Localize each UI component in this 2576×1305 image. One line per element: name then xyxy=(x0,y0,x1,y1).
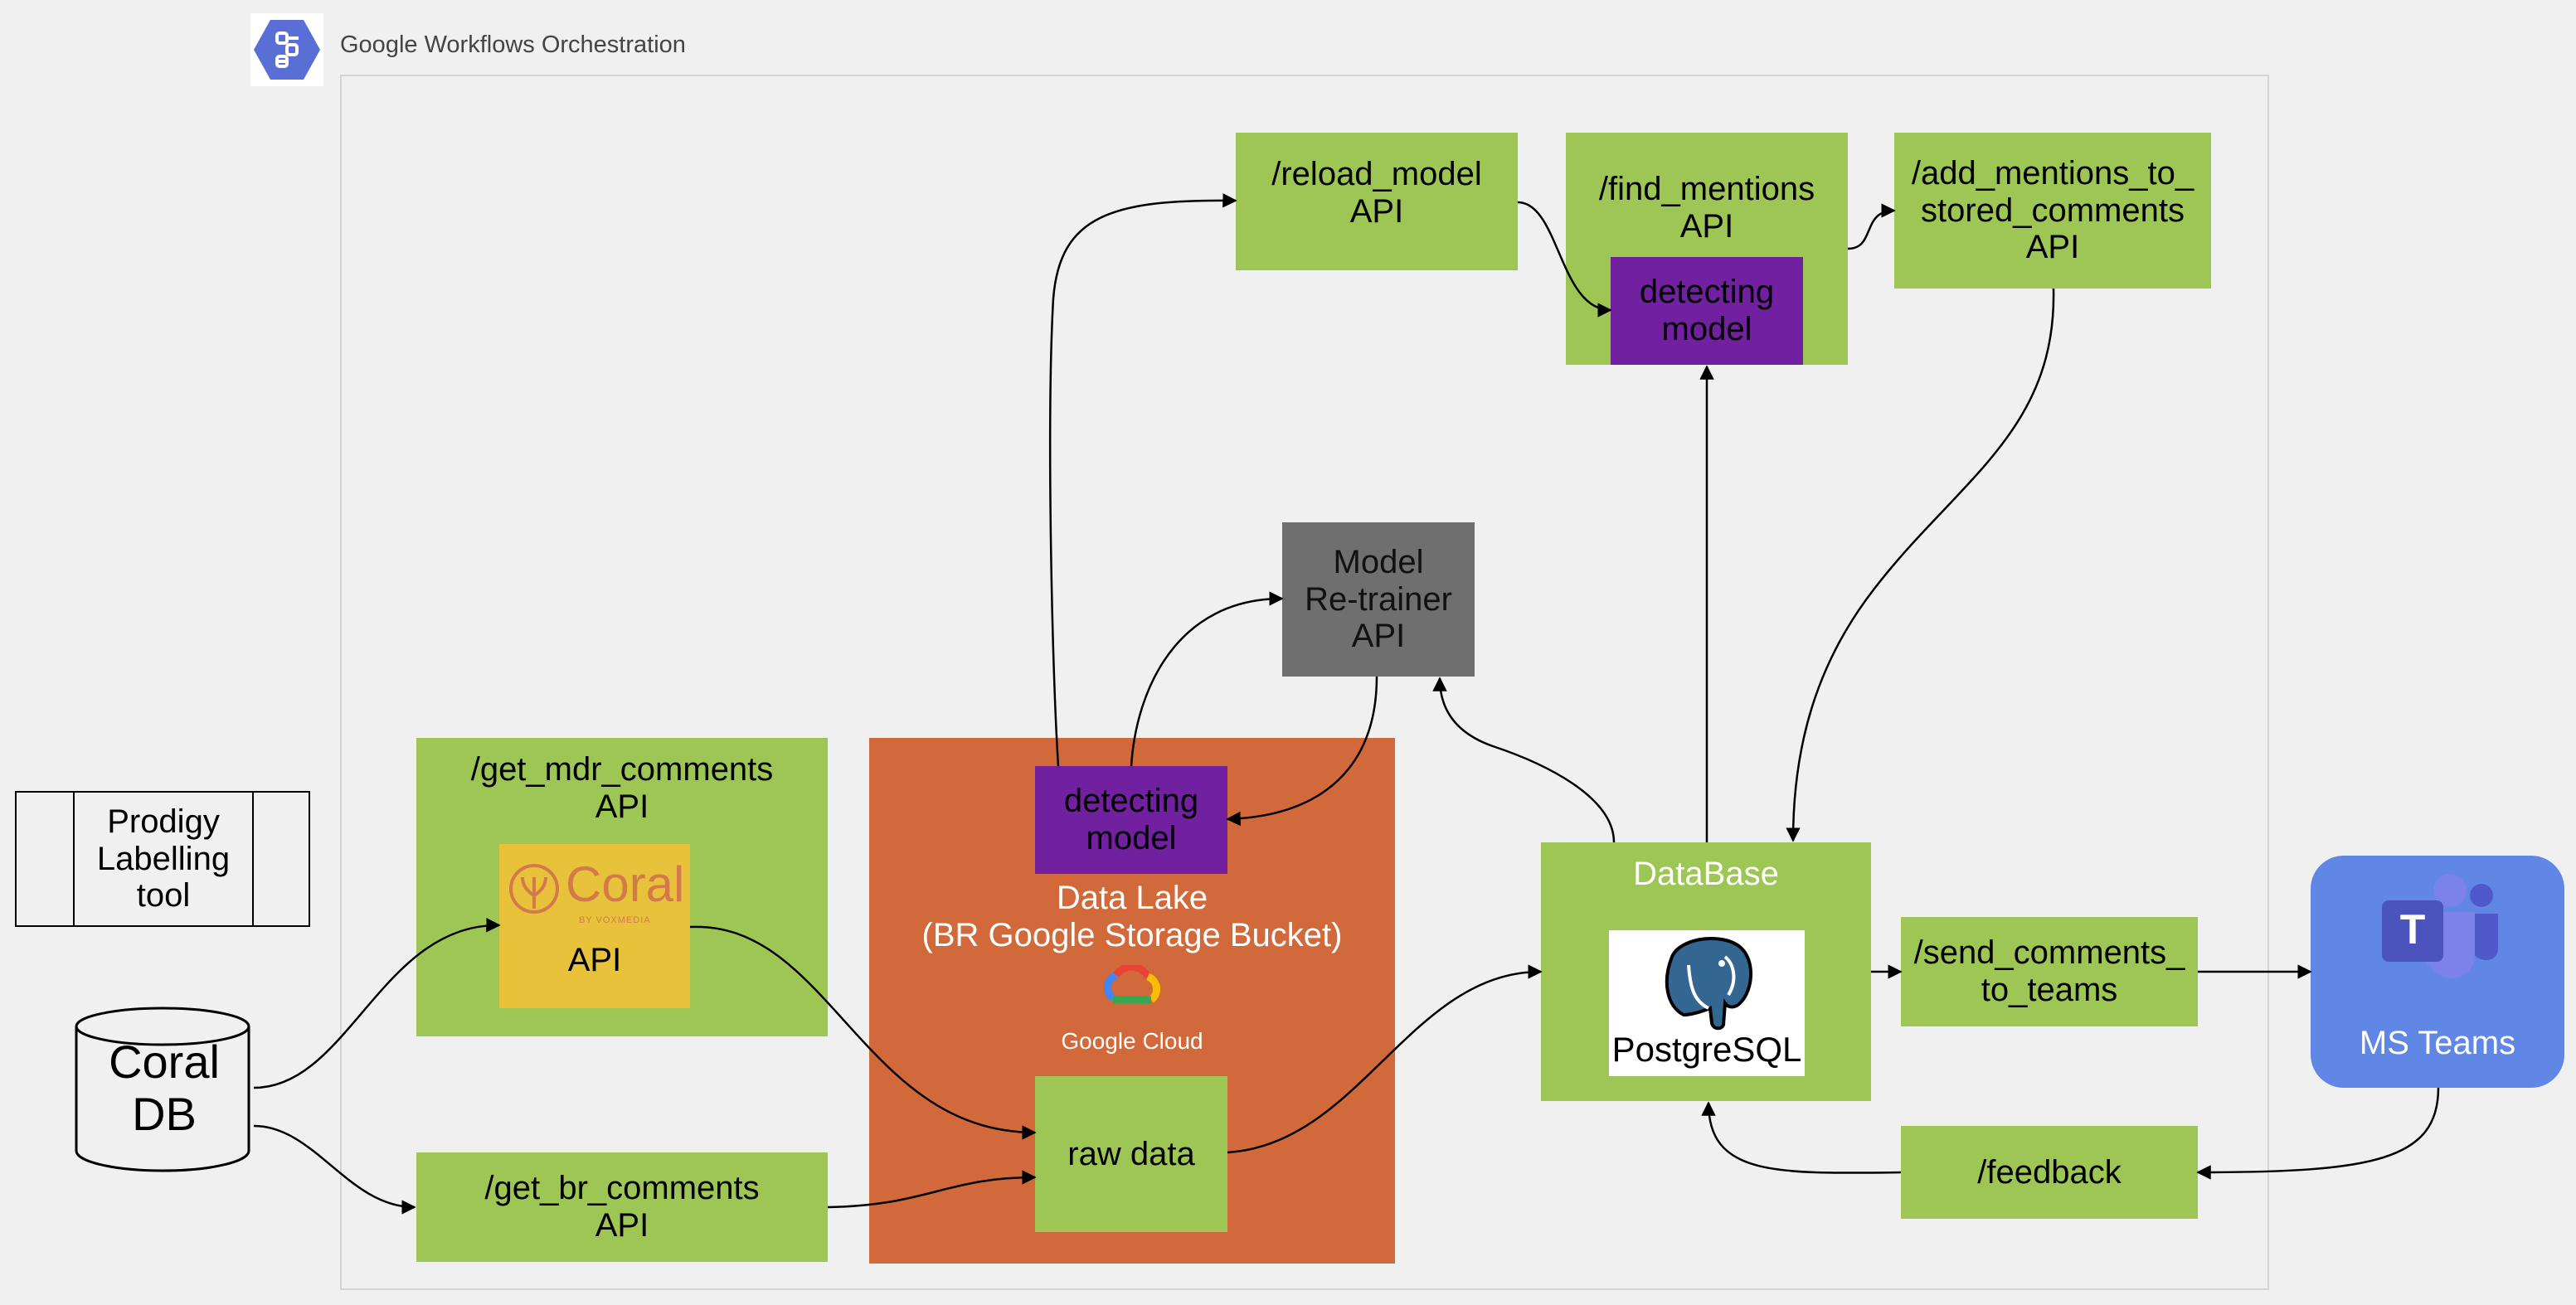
prodigy-right-bar xyxy=(252,791,254,927)
get-mdr-comments-api-label: API xyxy=(595,788,649,825)
postgresql-logo: PostgreSQL xyxy=(1609,930,1805,1076)
add-mentions-label-1: /add_mentions_to_ xyxy=(1911,154,2194,192)
coral-db-label-1: Coral xyxy=(109,1036,220,1089)
coral-byline: BY VOXMEDIA xyxy=(579,915,651,925)
add-mentions-api-node[interactable]: /add_mentions_to_ stored_comments API xyxy=(1894,133,2211,289)
prodigy-labelling-tool[interactable] xyxy=(15,791,310,927)
find-mentions-label: /find_mentions xyxy=(1598,171,1815,207)
prodigy-label-3: tool xyxy=(136,877,191,914)
find-mentions-detecting-model[interactable]: detecting model xyxy=(1611,257,1803,365)
google-cloud-icon xyxy=(1103,965,1161,1004)
feedback-label: /feedback xyxy=(1977,1153,2122,1191)
retrainer-label-1: Model xyxy=(1333,543,1424,580)
raw-data-node[interactable]: raw data xyxy=(1035,1076,1227,1232)
add-mentions-label-3: API xyxy=(2025,229,2080,266)
data-lake-detecting-model[interactable]: detecting model xyxy=(1035,766,1227,874)
coral-api-card[interactable]: Coral BY VOXMEDIA API xyxy=(499,844,690,1008)
prodigy-left-bar xyxy=(73,791,75,927)
find-mentions-api-label: API xyxy=(1679,207,1734,245)
workflows-icon xyxy=(250,13,323,86)
coral-db-label-2: DB xyxy=(132,1088,197,1140)
detecting-model-label-2: model xyxy=(1661,311,1752,347)
ms-teams-icon: T xyxy=(2374,869,2506,985)
get-br-comments-label: /get_br_comments xyxy=(484,1170,760,1207)
orchestration-title: Google Workflows Orchestration xyxy=(340,32,686,58)
coral-db-label: Coral DB xyxy=(73,1026,255,1151)
model-retrainer-api-node[interactable]: Model Re-trainer API xyxy=(1282,522,1475,677)
dl-model-label-1: detecting xyxy=(1063,783,1199,820)
prodigy-label-1: Prodigy xyxy=(107,803,220,840)
prodigy-label-2: Labelling xyxy=(96,840,231,877)
ms-teams-label: MS Teams xyxy=(2359,1025,2516,1061)
data-lake-subtitle: (BR Google Storage Bucket) xyxy=(921,917,1343,953)
get-br-comments-api-label: API xyxy=(595,1207,649,1244)
retrainer-label-3: API xyxy=(1351,618,1406,655)
orchestration-frame xyxy=(340,75,2269,1290)
detecting-model-label: detecting xyxy=(1639,274,1775,311)
dl-model-label-2: model xyxy=(1086,820,1177,856)
reload-model-label: /reload_model xyxy=(1271,156,1482,193)
coral-wordmark: Coral xyxy=(566,856,685,912)
coral-logo-icon xyxy=(509,864,559,914)
database-label: DataBase xyxy=(1633,856,1779,892)
raw-data-label: raw data xyxy=(1067,1135,1195,1172)
coral-db-cylinder[interactable] xyxy=(73,1005,255,1176)
get-br-comments-api-node[interactable]: /get_br_comments API xyxy=(416,1152,828,1262)
postgresql-elephant-icon xyxy=(1665,937,1753,1031)
reload-model-api-node[interactable]: /reload_model API xyxy=(1236,133,1518,270)
prodigy-label: Prodigy Labelling tool xyxy=(75,791,252,927)
postgresql-wordmark: PostgreSQL xyxy=(1611,1030,1802,1069)
reload-model-api-label: API xyxy=(1349,193,1404,230)
add-mentions-label-2: stored_comments xyxy=(1921,192,2185,229)
coral-api-label: API xyxy=(567,942,622,978)
retrainer-label-2: Re-trainer xyxy=(1305,580,1452,618)
get-mdr-comments-label: /get_mdr_comments xyxy=(470,751,774,788)
ms-teams-icon-letter: T xyxy=(2399,906,2426,953)
data-lake-title: Data Lake xyxy=(1056,880,1208,917)
send-comments-to-teams-node[interactable]: /send_comments_ to_teams xyxy=(1901,917,2198,1026)
google-cloud-label: Google Cloud xyxy=(1061,1028,1203,1054)
send-comments-label-2: to_teams xyxy=(1981,972,2118,1008)
send-comments-label-1: /send_comments_ xyxy=(1913,934,2185,972)
feedback-node[interactable]: /feedback xyxy=(1901,1126,2198,1219)
data-lake-label: Data Lake (BR Google Storage Bucket) xyxy=(869,876,1395,958)
